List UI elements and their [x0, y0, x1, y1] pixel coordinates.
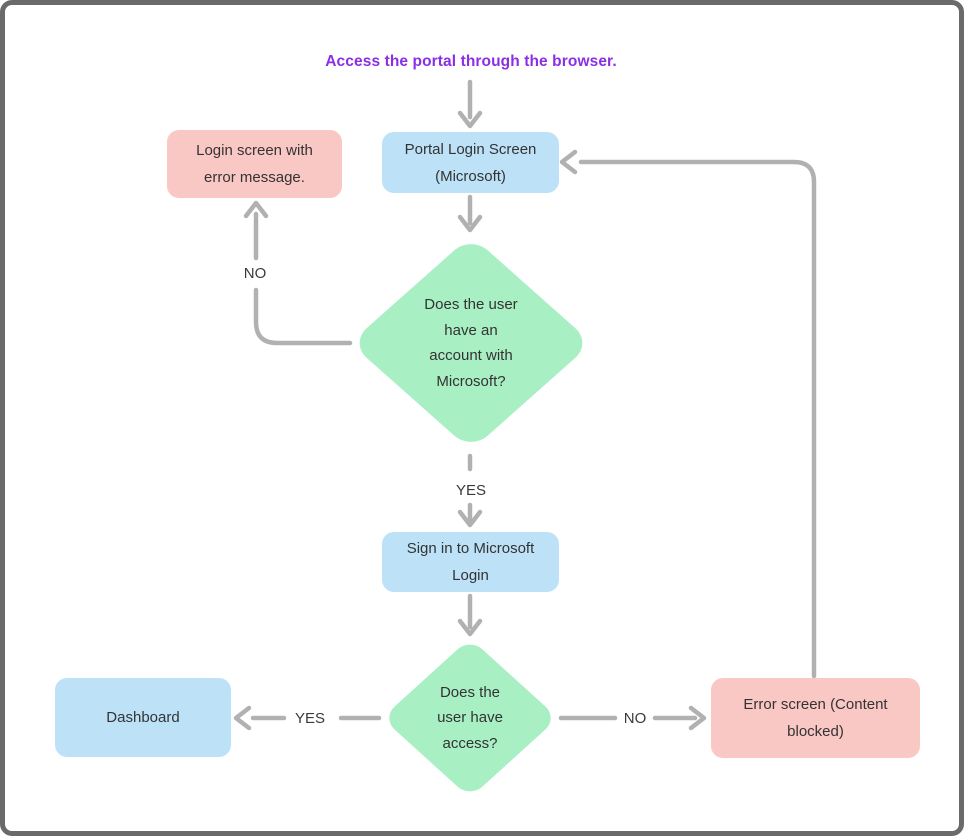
flowchart-title: Access the portal through the browser. — [325, 53, 617, 70]
node-has-access: Does the user have access? — [382, 637, 558, 799]
node-login-error-label: Login screen with error message. — [196, 142, 313, 186]
edge-error-to-portal — [559, 149, 817, 679]
node-sign-in: Sign in to Microsoft Login — [382, 532, 559, 592]
node-has-access-label: Does the user have access? — [437, 683, 503, 752]
edge-entry-to-portal — [457, 79, 483, 129]
node-error-screen-label: Error screen (Content blocked) — [743, 696, 888, 740]
node-has-account-label: Does the user have an account with Micro… — [424, 296, 518, 390]
node-login-error: Login screen with error message. — [167, 130, 342, 198]
edge-label-access-yes: YES — [292, 710, 328, 728]
node-has-account: Does the user have an account with Micro… — [349, 235, 593, 451]
node-sign-in-label: Sign in to Microsoft Login — [406, 540, 535, 584]
node-portal-login-label: Portal Login Screen (Microsoft) — [404, 140, 537, 185]
edge-portal-to-has-account — [457, 194, 483, 233]
node-portal-login: Portal Login Screen (Microsoft) — [382, 132, 559, 193]
node-dashboard-label: Dashboard — [106, 709, 180, 726]
edge-label-account-no: NO — [241, 265, 269, 283]
node-error-screen: Error screen (Content blocked) — [711, 678, 920, 758]
edge-signin-to-has-access — [457, 593, 483, 637]
edge-label-access-no: NO — [621, 710, 649, 728]
node-dashboard: Dashboard — [55, 678, 231, 757]
edge-label-account-yes: YES — [453, 482, 489, 500]
